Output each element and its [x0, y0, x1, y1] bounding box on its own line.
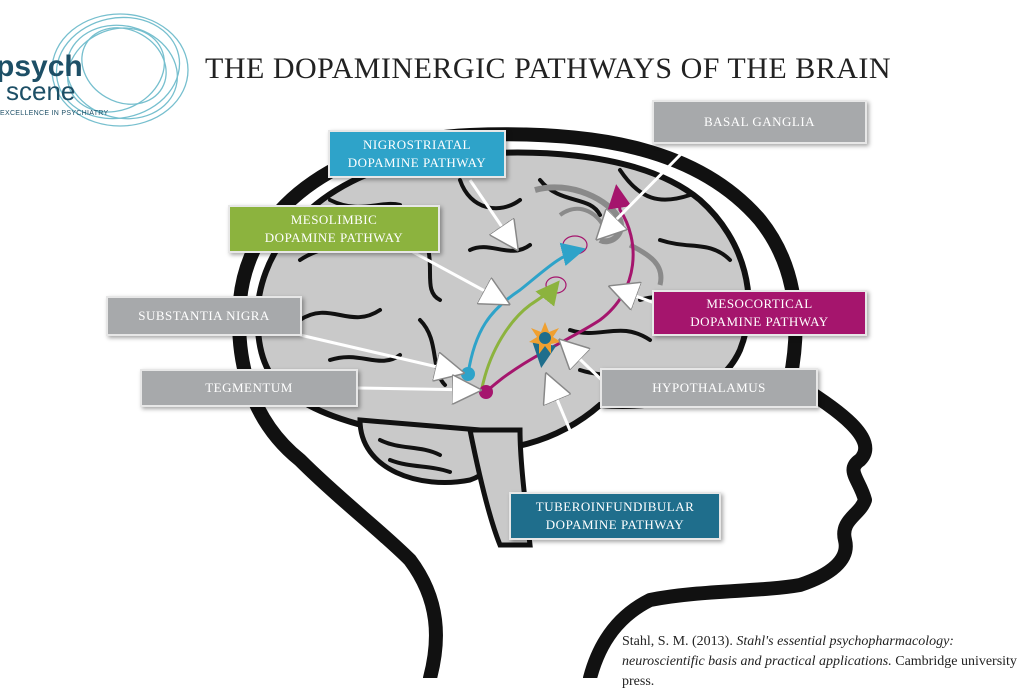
mesolimbic-pathway [480, 280, 560, 389]
citation: Stahl, S. M. (2013). Stahl's essential p… [622, 634, 1017, 689]
nigrostriatal-pathway [466, 242, 586, 375]
hypothalamus-star-icon [529, 322, 561, 354]
label-tegmentum: TEGMENTUM [140, 369, 358, 407]
mesocortical-pathway [484, 184, 635, 394]
logo-text-scene: scene [6, 76, 76, 106]
label-substantia-nigra: SUBSTANTIA NIGRA [106, 296, 302, 336]
logo-swirl-icon [51, 13, 189, 127]
page-title: THE DOPAMINERGIC PATHWAYS OF THE BRAIN [205, 52, 892, 85]
substantia-nigra-dot [461, 367, 475, 381]
brain-diagram [232, 127, 873, 678]
logo-tagline: EXCELLENCE IN PSYCHIATRY [0, 110, 109, 117]
tegmentum-dot [479, 385, 493, 399]
label-basal-ganglia: BASAL GANGLIA [652, 100, 867, 144]
label-hypothalamus: HYPOTHALAMUS [600, 368, 818, 408]
psychscene-logo: psych scene EXCELLENCE IN PSYCHIATRY [0, 0, 200, 140]
logo-text-psych: psych [0, 50, 83, 83]
